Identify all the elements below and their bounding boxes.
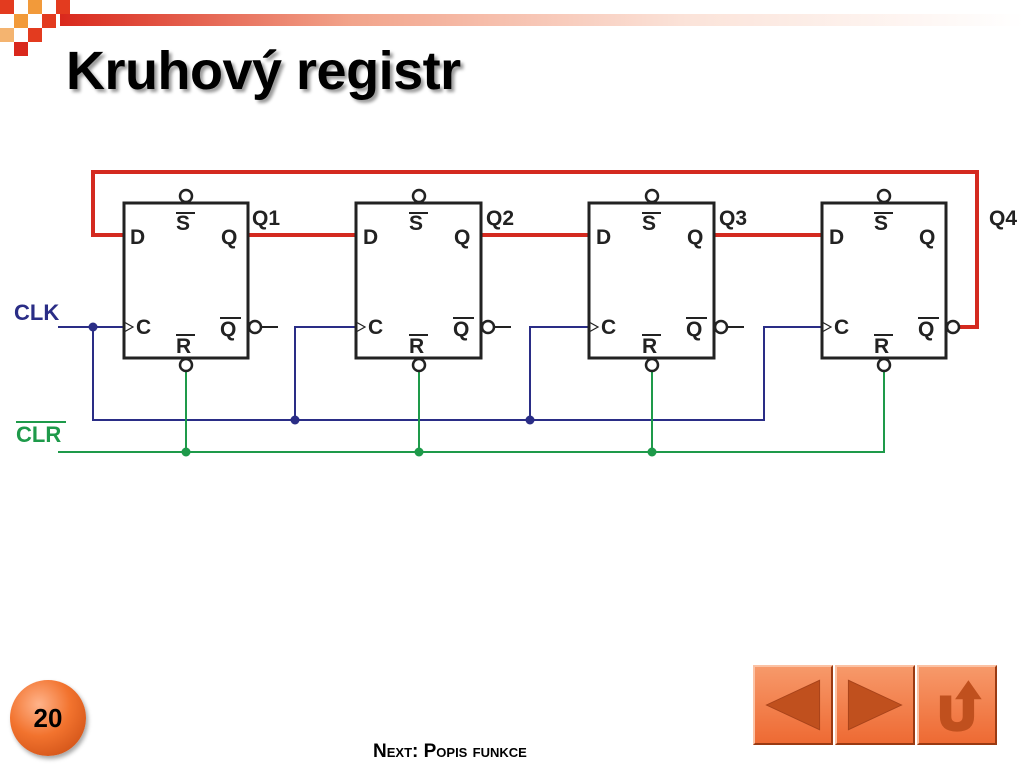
clk-branch-2 — [294, 326, 356, 420]
pin-d: D — [130, 226, 145, 249]
flip-flop-1: D S Q C R Q Q1 — [122, 188, 280, 373]
pin-d: D — [596, 226, 611, 249]
flip-flop-3: D S Q C R Q Q3 — [587, 188, 747, 373]
output-label: Q1 — [252, 207, 280, 230]
ring-register-circuit: D S Q C R Q Q1 D S Q C R Q Q2 D S Q — [14, 170, 1017, 457]
clock-wires — [58, 326, 822, 421]
back-arrow-icon — [765, 679, 821, 731]
return-button[interactable] — [917, 665, 997, 745]
pin-s: S — [176, 212, 190, 235]
feedback-loop — [91, 170, 979, 329]
pin-r: R — [642, 335, 657, 358]
clk-junction — [290, 415, 300, 425]
pin-q: Q — [454, 226, 470, 249]
clk-branch-3 — [529, 326, 589, 420]
clk-junction — [525, 415, 535, 425]
output-label: Q3 — [719, 207, 747, 230]
pin-c: C — [601, 316, 616, 339]
clk-label: CLK — [14, 300, 59, 325]
pin-r: R — [874, 335, 889, 358]
clear-wires — [58, 366, 885, 453]
pin-q: Q — [221, 226, 237, 249]
return-icon — [939, 680, 982, 732]
pin-s: S — [409, 212, 423, 235]
clr-junction — [647, 447, 657, 457]
pin-q: Q — [919, 226, 935, 249]
feedback-wires — [91, 170, 979, 329]
flip-flop-2: D S Q C R Q Q2 — [354, 188, 514, 373]
previous-slide-button[interactable] — [753, 665, 833, 745]
clr-label: CLR — [16, 422, 61, 447]
title-band — [60, 14, 1024, 26]
page-number-badge: 20 — [10, 680, 86, 756]
pin-qbar: Q — [918, 318, 934, 341]
slide-navigation — [753, 665, 999, 747]
slide-title: Kruhový registr — [66, 41, 461, 101]
pin-c: C — [834, 316, 849, 339]
clr-junction — [414, 447, 424, 457]
pin-r: R — [176, 335, 191, 358]
pin-s: S — [642, 212, 656, 235]
pin-d: D — [829, 226, 844, 249]
clk-junction — [88, 322, 98, 332]
clr-bus — [58, 366, 885, 453]
pin-d: D — [363, 226, 378, 249]
pin-qbar: Q — [453, 318, 469, 341]
clk-bus — [92, 326, 822, 421]
pin-qbar: Q — [220, 318, 236, 341]
output-label: Q2 — [486, 207, 514, 230]
pin-s: S — [874, 212, 888, 235]
pin-c: C — [136, 316, 151, 339]
page-number: 20 — [33, 702, 63, 733]
clr-junction — [181, 447, 191, 457]
pin-qbar: Q — [686, 318, 702, 341]
corner-decoration — [0, 0, 70, 56]
pin-q: Q — [687, 226, 703, 249]
flip-flop-4: D S Q C R Q Q4 — [820, 188, 1017, 373]
pin-r: R — [409, 335, 424, 358]
forward-arrow-icon — [847, 679, 903, 731]
output-label: Q4 — [989, 207, 1017, 230]
next-slide-button[interactable] — [835, 665, 915, 745]
next-slide-caption[interactable]: Next: Popis funkce — [373, 741, 527, 762]
pin-c: C — [368, 316, 383, 339]
